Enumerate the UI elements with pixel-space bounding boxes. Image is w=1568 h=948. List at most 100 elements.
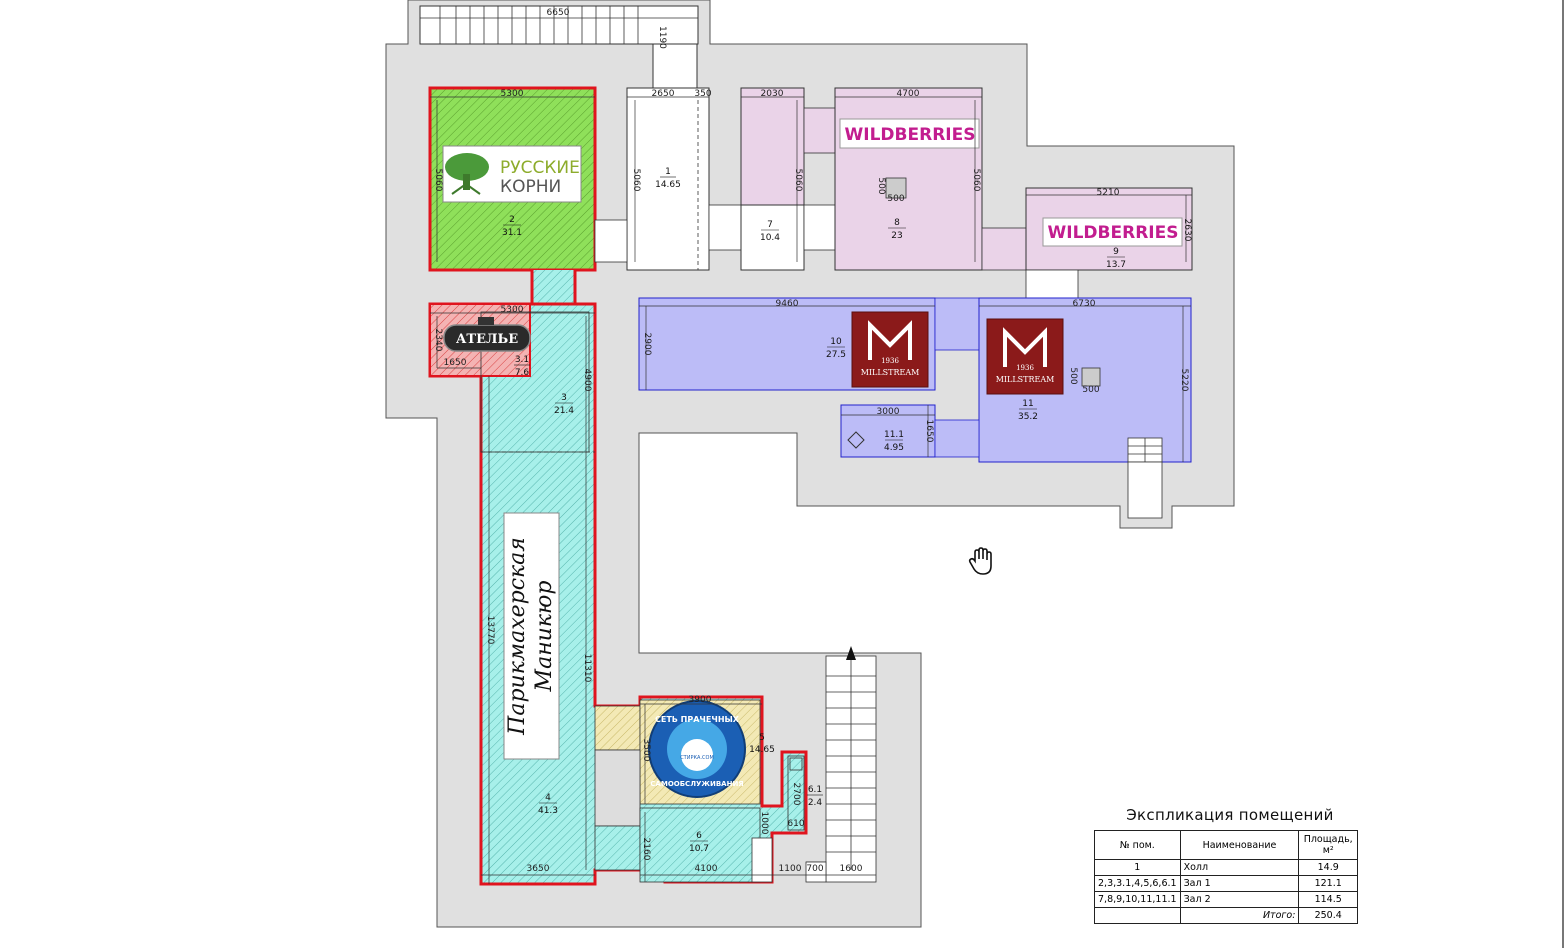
dim-text: 2030 [761, 89, 784, 99]
atelier-sign: АТЕЛЬЕ [443, 317, 531, 352]
dim-text: 5300 [501, 305, 524, 315]
salon-sign: Парикмахерская Маникюр [503, 512, 560, 760]
explication-panel: Экспликация помещений № пом. Наименовани… [1094, 806, 1358, 924]
room-label-area: 7.6 [515, 368, 530, 378]
room-label-area: 10.4 [760, 233, 780, 243]
dim-text: 2900 [642, 333, 652, 356]
room-label-num: 10 [830, 337, 842, 347]
millstream-sign-2: 1936 MILLSTREAM [986, 318, 1064, 395]
dim-text: 5060 [631, 169, 641, 192]
dim-text: 1600 [840, 864, 863, 874]
millstream-name-1: MILLSTREAM [861, 368, 920, 377]
room-label-area: 41.3 [538, 806, 558, 816]
room-label-area: 35.2 [1018, 412, 1038, 422]
dim-text: 2340 [433, 329, 443, 352]
cell-room-number: 7,8,9,10,11,11.1 [1094, 891, 1181, 908]
dimension-lines [430, 96, 1192, 884]
room-11-1 [840, 404, 936, 458]
total-value: 250.4 [1298, 907, 1358, 924]
russkie-korni-line1: РУССКИЕ [500, 158, 580, 178]
room-label-num: 8 [894, 218, 900, 228]
dim-text: 13770 [485, 616, 495, 645]
room-label-area: 14.65 [655, 180, 681, 190]
room-label-area: 2.4 [808, 798, 823, 808]
dim-1190: 1190 [657, 26, 667, 49]
mm-logo-icon [868, 320, 912, 360]
top-stairs [419, 5, 699, 89]
dim-text: 1650 [444, 358, 467, 368]
window-edge [1562, 0, 1564, 948]
wildberries-sign-2: WILDBERRIES [1042, 217, 1183, 247]
cell-name: Зал 1 [1179, 875, 1300, 892]
tree-logo-icon [445, 153, 489, 195]
dim-text: 1100 [779, 864, 802, 874]
dim-text: 610 [787, 819, 804, 829]
dim-text: 500 [1082, 385, 1099, 395]
hand-cursor-icon [967, 547, 995, 581]
dim-text: 5300 [501, 89, 524, 99]
cell-room-number: 2,3,3.1,4,5,6,6.1 [1094, 875, 1181, 892]
room-6-1 [787, 755, 805, 831]
room-label-num: 11 [1022, 399, 1033, 409]
salon-line1: Парикмахерская [505, 537, 530, 736]
laundry-top-text: СЕТЬ ПРАЧЕЧНЫХ [655, 715, 740, 724]
room-label-num: 7 [767, 220, 773, 230]
russkie-korni-sign: РУССКИЕ КОРНИ [442, 145, 582, 203]
dim-text: 2630 [1182, 219, 1192, 242]
dim-text: 500 [1068, 367, 1078, 384]
total-row: Итого: 250.4 [1094, 907, 1358, 924]
mm-logo-icon [1003, 327, 1047, 367]
room-8 [834, 87, 983, 271]
millstream-name-2: MILLSTREAM [996, 375, 1055, 384]
dim-text: 2160 [641, 838, 651, 861]
room-label-area: 31.1 [502, 228, 522, 238]
room-label-num: 6.1 [808, 785, 822, 795]
laundry-badge: СЕТЬ ПРАЧЕЧНЫХ САМООБСЛУЖИВАНИЯ СТИРКА.C… [648, 700, 746, 798]
room-label-area: 14.65 [749, 745, 775, 755]
table-row: 7,8,9,10,11,11.1 Зал 2 114.5 [1094, 891, 1358, 908]
room-label-area: 27.5 [826, 350, 846, 360]
room-1 [626, 87, 710, 271]
room-label-num: 1 [665, 167, 671, 177]
header-name: Наименование [1179, 830, 1300, 860]
millstream-year-2: 1936 [1016, 364, 1034, 372]
dim-text: 5060 [433, 169, 443, 192]
cell-name: Холл [1179, 859, 1300, 876]
wildberries-sign-1: WILDBERRIES [839, 118, 980, 149]
total-label: Итого: [1179, 907, 1300, 924]
dim-text: 5220 [1179, 369, 1189, 392]
explication-table: № пом. Наименование Площадь, м² 1 Холл 1… [1094, 830, 1358, 924]
room-6 [639, 807, 761, 883]
room-label-num: 2 [509, 215, 515, 225]
laundry-small-text: СТИРКА.COM [680, 755, 714, 761]
dim-text: 2700 [791, 783, 801, 806]
dim-text: 4100 [695, 864, 718, 874]
dim-text: 9460 [776, 299, 799, 309]
dim-text: 3000 [877, 407, 900, 417]
dim-text: 700 [806, 864, 823, 874]
dim-text: 5210 [1097, 188, 1120, 198]
dim-text: 5060 [971, 169, 981, 192]
millstream-sign-1: 1936 MILLSTREAM [851, 311, 929, 388]
arrow-up-icon [846, 646, 856, 660]
room-label-area: 23 [891, 231, 902, 241]
salon-line2: Маникюр [532, 581, 557, 693]
dim-text: 11310 [582, 654, 592, 683]
room-label-area: 4.95 [884, 443, 904, 453]
russkie-korni-line2: КОРНИ [500, 177, 561, 197]
bottom-stairs [805, 655, 877, 883]
millstream-year-1: 1936 [881, 357, 899, 365]
header-area: Площадь, м² [1298, 830, 1358, 860]
dim-text: 5060 [793, 169, 803, 192]
dim-6650: 6650 [547, 8, 570, 18]
wildberries-label-2: WILDBERRIES [1048, 223, 1179, 243]
room-label-area: 21.4 [554, 406, 574, 416]
dim-text: 6730 [1073, 299, 1096, 309]
room-label-num: 5 [759, 733, 765, 743]
room-label-num: 3 [561, 393, 567, 403]
dim-text: 1650 [924, 420, 934, 443]
explication-title: Экспликация помещений [1126, 806, 1334, 824]
header-room-number: № пом. [1094, 830, 1181, 860]
dim-text: 2650 [652, 89, 675, 99]
